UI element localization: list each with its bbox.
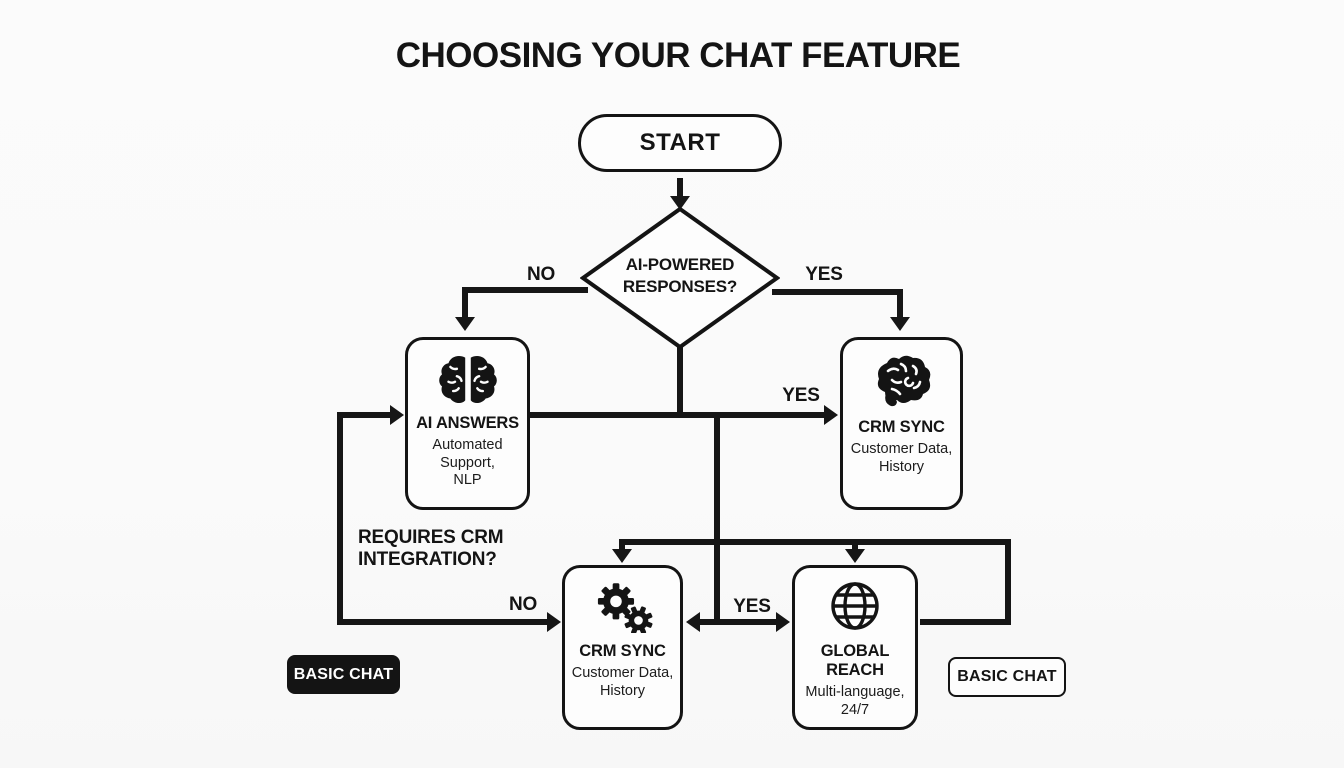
arrowhead-down-icon [612,549,632,563]
decision-diamond [580,206,780,350]
connector-yes-mid-horizontal [530,412,824,418]
node-title: CRM SYNC [858,418,945,436]
node-title: GLOBAL REACH [820,642,890,679]
gears-icon [597,583,652,633]
node-subtitle: Customer Data, History [850,441,953,475]
connector-loop-top [340,412,392,418]
brain-side-icon [877,355,930,407]
basic-chat-label: BASIC CHAT [957,668,1057,685]
arrowhead-right-icon [776,612,790,632]
arrowhead-right-icon [390,405,404,425]
arrowhead-right-icon [547,612,561,632]
edge-label-yes-mid: YES [782,385,820,406]
connector-drop-global [852,539,858,551]
connector-right-vertical [1005,539,1011,625]
node-start: START [578,114,782,172]
node-ai-answers: AI ANSWERS Automated Support, NLP [405,337,530,510]
connector-drop-crm-bottom [619,539,625,551]
decision2-label: REQUIRES CRM INTEGRATION? [358,527,504,571]
brain-top-icon [438,355,497,404]
connector-center-vertical [714,412,720,625]
edge-label-no-bottom: NO [508,594,538,615]
connector-distribution-bar [619,539,1011,545]
connector-start-to-decision [677,178,683,198]
arrowhead-right-icon [824,405,838,425]
node-basic-chat-left: BASIC CHAT [287,655,400,694]
decision1-label: AI-POWERED RESPONSES? [622,255,738,296]
node-global-reach: GLOBAL REACH Multi-language, 24/7 [792,565,918,730]
node-crm-sync-bottom: CRM SYNC Customer Data, History [562,565,683,730]
connector-no-bottom-horizontal [337,619,548,625]
connector-decision-bottom [677,344,683,418]
connector-yes-top-vertical [897,289,903,318]
node-title: CRM SYNC [579,642,666,660]
globe-icon [831,582,879,630]
node-subtitle: Automated Support, NLP [432,437,503,489]
edge-label-yes-top: YES [805,264,843,285]
connector-right-return [920,619,1011,625]
connector-yes-top-horizontal [772,289,903,295]
connector-yes-bottom-horizontal [697,619,779,625]
edge-label-yes-bottom: YES [733,596,771,617]
connector-no-top-vertical [462,287,468,318]
arrowhead-down-icon [455,317,475,331]
arrowhead-down-icon [670,196,690,210]
connector-loop-vertical [337,412,343,625]
page-title: CHOOSING YOUR CHAT FEATURE [395,36,961,75]
arrowhead-down-icon [890,317,910,331]
node-title: AI ANSWERS [416,414,519,432]
node-basic-chat-right: BASIC CHAT [948,657,1066,697]
edge-label-no-top: NO [526,264,556,285]
node-crm-sync-top: CRM SYNC Customer Data, History [840,337,963,510]
basic-chat-label: BASIC CHAT [293,665,394,683]
arrowhead-left-icon [686,612,700,632]
node-subtitle: Customer Data, History [571,665,674,699]
arrowhead-down-icon [845,549,865,563]
connector-no-top-horizontal [462,287,588,293]
node-subtitle: Multi-language, 24/7 [805,684,905,718]
start-label: START [639,129,721,156]
